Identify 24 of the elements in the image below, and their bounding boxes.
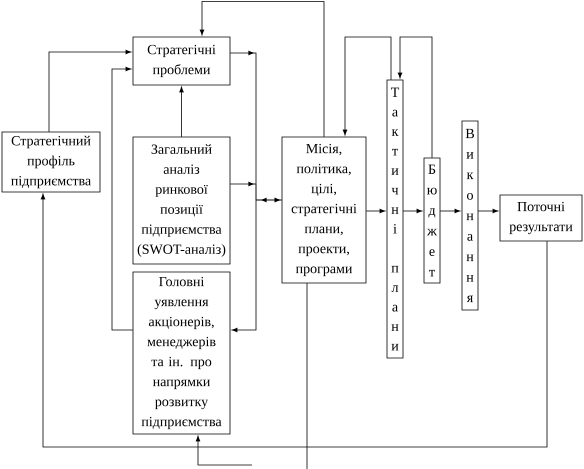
- arrow: [398, 36, 432, 158]
- arrow: [48, 50, 132, 132]
- arrow: [179, 86, 184, 137]
- arrow: [200, 1, 324, 137]
- process-box: Стратегічні проблеми: [132, 36, 230, 86]
- arrow: [196, 436, 252, 466]
- vertical-process-box: Бюджет: [424, 158, 440, 284]
- arrow: [440, 208, 460, 214]
- process-box: Головні уявлення акціонерів, менеджерів та ін. про напрямки розвитку підприємства: [132, 272, 230, 434]
- process-box: Стратегічний профіль підприємства: [2, 132, 100, 192]
- arrow: [342, 36, 392, 136]
- process-box: Загальний аналіз ринкової позиції підприємства (SWOT-аналіз): [132, 136, 230, 264]
- vertical-process-box: Тактичні плани: [386, 80, 404, 358]
- arrow: [112, 66, 133, 330]
- connector-line: [306, 283, 308, 469]
- arrow: [230, 182, 280, 202]
- arrow: [403, 208, 422, 214]
- process-box: Місія, політика, цілі, стратегічні плани, проекти, програми: [282, 136, 366, 284]
- vertical-process-box: Виконання: [462, 120, 478, 310]
- process-box: Поточні результати: [500, 194, 582, 242]
- arrow: [40, 194, 548, 448]
- arrow: [478, 208, 498, 214]
- arrow: [366, 208, 386, 214]
- arrow: [232, 198, 282, 332]
